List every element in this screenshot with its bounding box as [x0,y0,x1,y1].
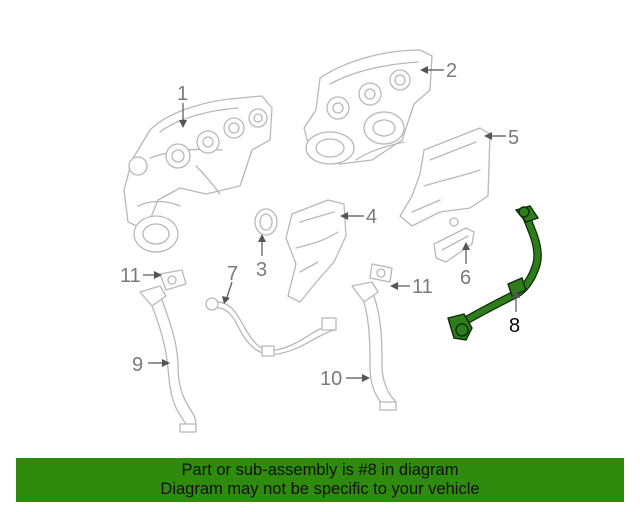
callout-3: 3 [256,259,267,281]
callout-6: 6 [460,267,471,289]
part-8-oil-line-highlighted [447,205,542,341]
callout-4: 4 [366,206,377,228]
part-9-return-pipe [139,285,197,433]
info-banner: Part or sub-assembly is #8 in diagram Di… [16,458,624,502]
callout-8: 8 [509,315,520,337]
info-banner-line-2: Diagram may not be specific to your vehi… [160,480,480,498]
part-4-heat-shield [285,199,347,303]
info-banner-line-1: Part or sub-assembly is #8 in diagram [181,461,459,479]
part-6-bracket [433,217,475,263]
part-1-turbocharger [123,95,273,253]
part-7-oil-line [205,297,337,357]
leader-lines [143,66,520,382]
parts-diagram: 1 2 5 3 4 6 7 8 9 10 11 11 [120,49,542,433]
part-10-return-pipe [351,281,397,411]
part-2-turbocharger [303,49,433,165]
callout-11-left: 11 [120,265,141,287]
callout-7: 7 [227,263,238,285]
callout-2: 2 [446,60,457,82]
callout-10: 10 [320,368,342,390]
callout-11-right: 11 [412,276,433,298]
callout-1: 1 [177,83,188,105]
callout-5: 5 [508,127,519,149]
part-3-gasket [254,208,278,236]
part-11-gasket-left [159,269,187,291]
callout-9: 9 [132,354,143,376]
part-11-gasket-right [369,263,393,283]
part-5-heat-shield [399,127,491,227]
